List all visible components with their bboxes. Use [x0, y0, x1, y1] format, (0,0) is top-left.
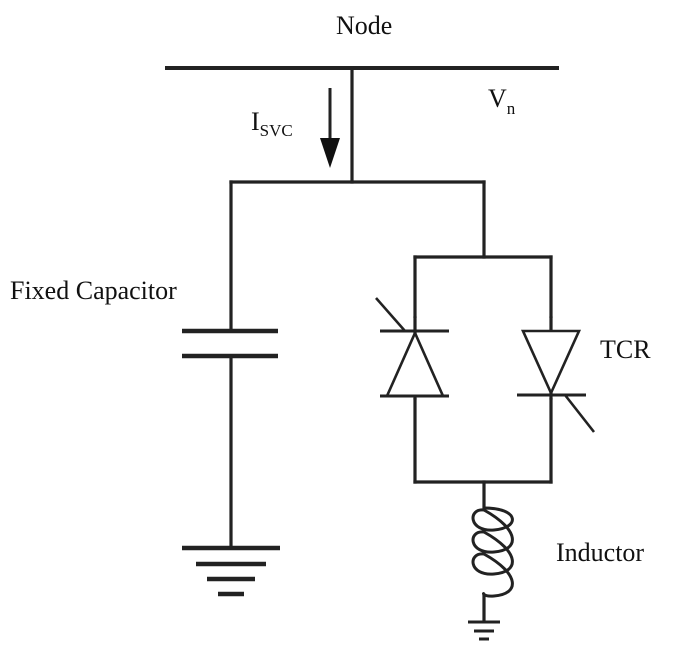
capacitor-icon [182, 328, 278, 359]
current-arrow-icon [320, 88, 340, 168]
node-label: Node [336, 11, 392, 40]
current-label: ISVC [251, 107, 293, 140]
thyristor-up-icon [375, 297, 449, 400]
tcr-label: TCR [600, 335, 651, 364]
thyristor-down-icon [517, 316, 596, 433]
inductor-ground-icon [468, 620, 500, 641]
ground-icon [182, 545, 280, 597]
fixed-capacitor-label: Fixed Capacitor [10, 276, 177, 305]
inductor-label: Inductor [556, 538, 644, 567]
inductor-icon [471, 506, 514, 598]
voltage-label: Vn [488, 84, 516, 118]
